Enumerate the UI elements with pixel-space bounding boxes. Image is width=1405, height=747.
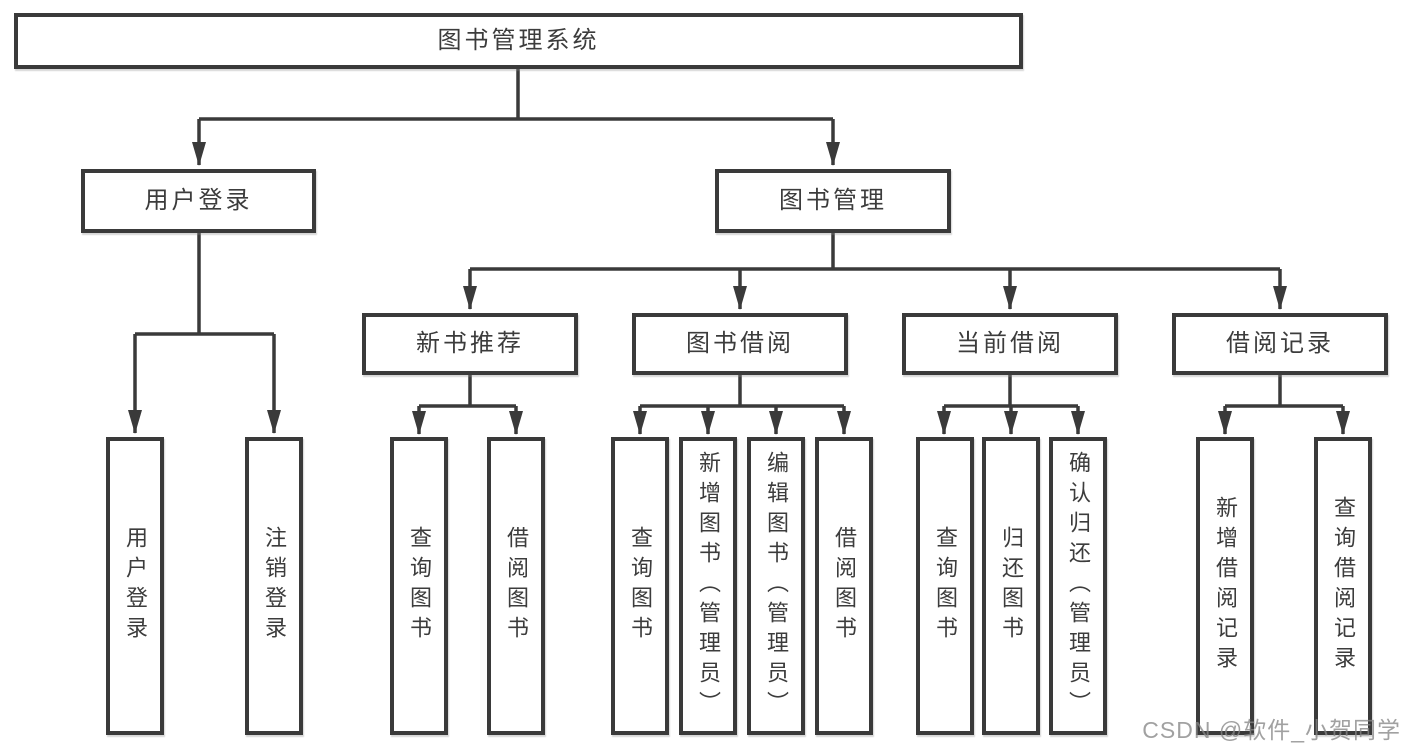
leaf-user-login-label: 用户登录: [123, 526, 148, 646]
node-borrow-records-label: 借阅记录: [1226, 330, 1334, 357]
leaf-edit-book-admin-label: 编辑图书（管理员）: [764, 451, 789, 721]
leaf-query-books-recommend: 查询图书: [390, 437, 448, 735]
leaf-query-books-current-label: 查询图书: [933, 526, 958, 646]
node-user-login: 用户登录: [81, 169, 316, 233]
leaf-add-borrow-record-label: 新增借阅记录: [1213, 496, 1238, 676]
node-library-system-label: 图书管理系统: [437, 27, 600, 54]
leaf-add-book-admin-label: 新增图书（管理员）: [696, 451, 721, 721]
leaf-confirm-return-admin-label: 确认归还（管理员）: [1066, 451, 1091, 721]
leaf-user-login: 用户登录: [106, 437, 164, 735]
leaf-edit-book-admin: 编辑图书（管理员）: [747, 437, 805, 735]
leaf-borrow-books-borrow: 借阅图书: [815, 437, 873, 735]
node-book-management-label: 图书管理: [779, 187, 887, 214]
leaf-borrow-books-recommend-label: 借阅图书: [504, 526, 529, 646]
node-user-login-label: 用户登录: [144, 187, 253, 214]
leaf-return-books: 归还图书: [982, 437, 1040, 735]
leaf-query-books-borrow-label: 查询图书: [628, 526, 653, 646]
node-book-borrow: 图书借阅: [632, 313, 848, 375]
node-borrow-records: 借阅记录: [1172, 313, 1388, 375]
csdn-watermark: CSDN @软件_小贺同学: [1142, 717, 1401, 743]
leaf-query-books-borrow: 查询图书: [611, 437, 669, 735]
node-new-book-recommend: 新书推荐: [362, 313, 578, 375]
leaf-query-books-recommend-label: 查询图书: [407, 526, 432, 646]
leaf-return-books-label: 归还图书: [999, 526, 1024, 646]
leaf-logout-label: 注销登录: [262, 526, 287, 646]
leaf-query-books-current: 查询图书: [916, 437, 974, 735]
leaf-confirm-return-admin: 确认归还（管理员）: [1049, 437, 1107, 735]
node-book-management: 图书管理: [715, 169, 951, 233]
node-library-system: 图书管理系统: [14, 13, 1023, 69]
leaf-borrow-books-recommend: 借阅图书: [487, 437, 545, 735]
node-current-borrow: 当前借阅: [902, 313, 1118, 375]
leaf-query-borrow-record-label: 查询借阅记录: [1331, 496, 1356, 676]
leaf-query-borrow-record: 查询借阅记录: [1314, 437, 1372, 735]
node-book-borrow-label: 图书借阅: [686, 330, 794, 357]
node-new-book-recommend-label: 新书推荐: [416, 330, 524, 357]
leaf-logout: 注销登录: [245, 437, 303, 735]
leaf-add-book-admin: 新增图书（管理员）: [679, 437, 737, 735]
leaf-add-borrow-record: 新增借阅记录: [1196, 437, 1254, 735]
leaf-borrow-books-borrow-label: 借阅图书: [832, 526, 857, 646]
node-current-borrow-label: 当前借阅: [956, 330, 1064, 357]
